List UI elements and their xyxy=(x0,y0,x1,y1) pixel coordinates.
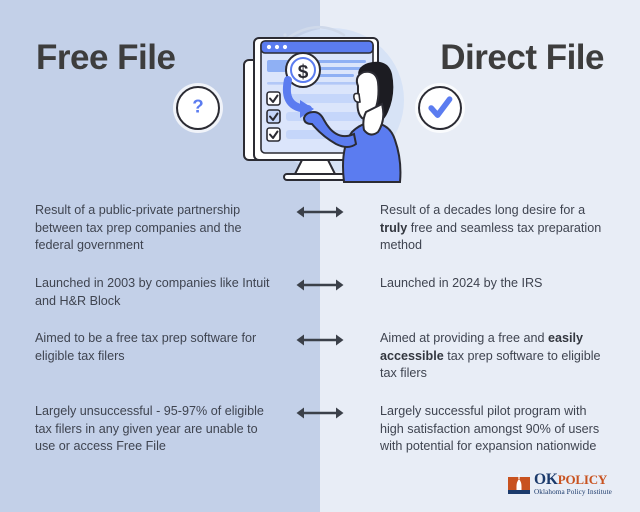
row-left-text: Largely unsuccessful - 95-97% of eligibl… xyxy=(35,403,275,456)
row-right-label: Launched in 2024 by the IRS xyxy=(380,276,543,290)
row-right-label: Largely successful pilot program with hi… xyxy=(380,404,600,453)
capitol-building-icon xyxy=(508,474,530,494)
row-left-label: Aimed to be a free tax prep software for… xyxy=(35,331,257,363)
logo-ok: OK xyxy=(534,470,558,488)
row-left-label: Result of a public-private partnership b… xyxy=(35,203,242,252)
row-right-emphasis: truly xyxy=(380,220,408,235)
okpolicy-logo: OKPOLICY Oklahoma Policy Institute xyxy=(508,470,620,498)
row-right-text: Largely successful pilot program with hi… xyxy=(380,403,610,456)
row-right-text: Result of a decades long desire for a tr… xyxy=(380,203,602,252)
logo-tagline: Oklahoma Policy Institute xyxy=(534,488,612,497)
logo-policy: POLICY xyxy=(557,471,608,487)
row-right-emphasis: easily accessible xyxy=(380,331,584,363)
svg-text:?: ? xyxy=(192,96,203,117)
double-headed-arrow-icon xyxy=(293,277,347,293)
row-left-label: Launched in 2003 by companies like Intui… xyxy=(35,276,270,308)
double-headed-arrow-icon xyxy=(293,405,347,421)
row-left-text: Launched in 2003 by companies like Intui… xyxy=(35,275,275,310)
logo-wordmark: OKPOLICY xyxy=(534,470,612,488)
question-mark-icon: ? xyxy=(176,86,220,130)
row-left-text: Result of a public-private partnership b… xyxy=(35,202,275,255)
row-right-text: Launched in 2024 by the IRS xyxy=(380,275,610,293)
page-title-left: Free File xyxy=(36,38,176,77)
row-right-text: Aimed at providing a free and easily acc… xyxy=(380,331,601,380)
double-headed-arrow-icon xyxy=(293,332,347,348)
row-left-label: Largely unsuccessful - 95-97% of eligibl… xyxy=(35,404,264,453)
logo-text-block: OKPOLICY Oklahoma Policy Institute xyxy=(534,470,612,497)
svg-text:$: $ xyxy=(298,62,309,83)
check-mark-icon xyxy=(418,86,462,130)
page-title-right: Direct File xyxy=(440,38,604,77)
row-left-text: Aimed to be a free tax prep software for… xyxy=(35,330,275,365)
tax-filing-illustration: $ xyxy=(232,8,412,193)
double-headed-arrow-icon xyxy=(293,204,347,220)
